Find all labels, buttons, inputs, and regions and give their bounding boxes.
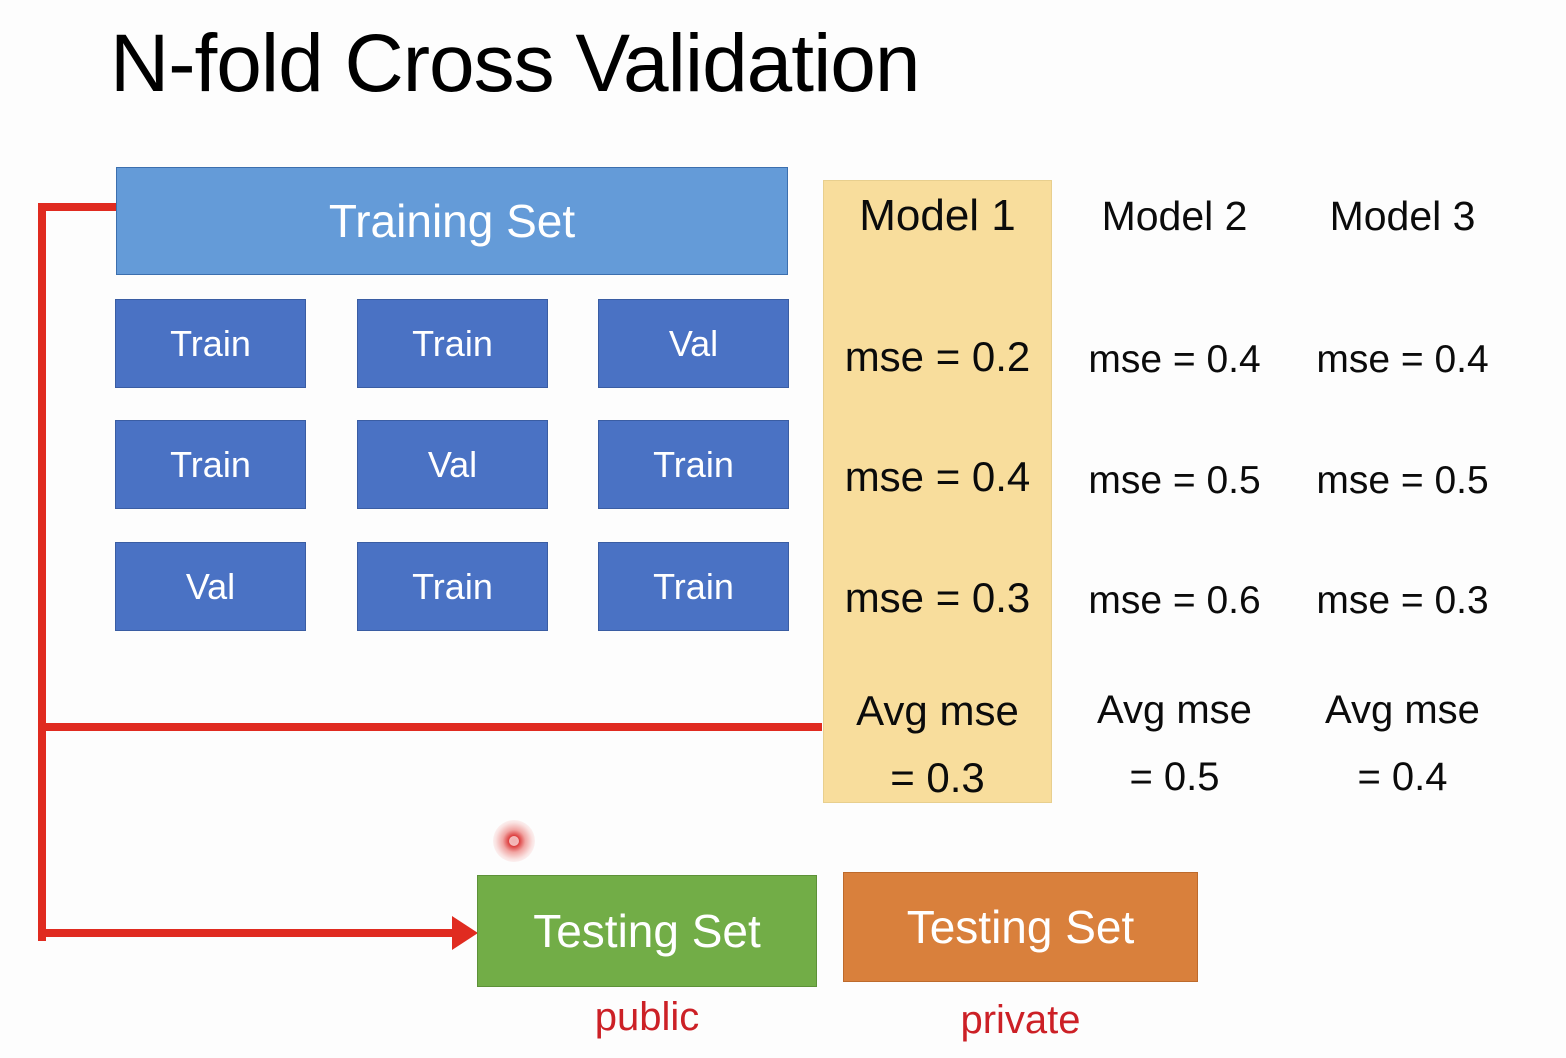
model-avg-mse: Avg mse = 0.3	[823, 677, 1052, 811]
model-header: Model 1	[859, 191, 1016, 240]
fold-cell-label: Train	[412, 322, 493, 364]
model-mse-value: mse = 0.6	[1088, 579, 1261, 622]
testing-set-public-box: Testing Set	[477, 875, 817, 987]
model-header: Model 2	[1101, 193, 1248, 239]
model-mse-value: mse = 0.4	[844, 453, 1031, 500]
fold-cell-label: Train	[170, 443, 251, 485]
fold-cell: Val	[598, 299, 789, 388]
testing-set-private-box: Testing Set	[843, 872, 1198, 982]
model-avg-mse-value: = 0.5	[1129, 755, 1220, 799]
model-mse-value: mse = 0.4	[1316, 338, 1489, 381]
model-avg-mse-label: Avg mse	[1325, 688, 1480, 732]
model-mse-value: mse = 0.3	[844, 574, 1031, 621]
fold-cell: Train	[357, 542, 548, 631]
model-avg-mse-value: = 0.3	[890, 754, 985, 801]
fold-cell-label: Train	[170, 322, 251, 364]
model-mse-value: mse = 0.2	[844, 333, 1031, 380]
testing-set-private-label: Testing Set	[906, 901, 1135, 953]
fold-cell: Val	[357, 420, 548, 509]
testing-set-private-caption: private	[960, 998, 1081, 1042]
testing-set-public-label: Testing Set	[533, 905, 761, 957]
fold-cell: Train	[357, 299, 548, 388]
fold-row: Val Train Train	[115, 542, 790, 631]
fold-cell-label: Train	[653, 443, 734, 485]
connector-segment-top	[38, 203, 118, 211]
model-mse-value: mse = 0.5	[1088, 459, 1261, 502]
model-avg-mse: Avg mse = 0.4	[1288, 677, 1517, 811]
connector-segment-bottom	[38, 929, 460, 937]
fold-cell: Train	[115, 420, 306, 509]
fold-cell-label: Val	[427, 443, 478, 485]
fold-cell-label: Val	[185, 565, 236, 607]
fold-row: Train Val Train	[115, 420, 790, 509]
model-header: Model 3	[1329, 193, 1476, 239]
page-title: N-fold Cross Validation	[110, 18, 920, 109]
training-set-label: Training Set	[328, 195, 576, 247]
model-1-highlight-panel	[823, 180, 1052, 803]
fold-cell: Train	[115, 299, 306, 388]
fold-cell-label: Train	[412, 565, 493, 607]
fold-cell: Val	[115, 542, 306, 631]
fold-grid: Train Train Val Train Val Train Val Trai…	[115, 299, 790, 641]
model-mse-value: mse = 0.3	[1316, 579, 1489, 622]
fold-cell: Train	[598, 542, 789, 631]
model-mse-value: mse = 0.5	[1316, 459, 1489, 502]
testing-set-public-caption: public	[594, 995, 700, 1039]
model-avg-mse-label: Avg mse	[856, 687, 1019, 734]
connector-segment-vertical	[38, 203, 46, 941]
training-set-box: Training Set	[116, 167, 788, 275]
model-mse-value: mse = 0.4	[1088, 338, 1261, 381]
model-avg-mse: Avg mse = 0.5	[1060, 677, 1289, 811]
model-avg-mse-value: = 0.4	[1357, 755, 1448, 799]
model-avg-mse-label: Avg mse	[1097, 688, 1252, 732]
fold-cell: Train	[598, 420, 789, 509]
arrow-head-icon	[452, 916, 478, 950]
connector-segment-middle	[38, 723, 822, 731]
laser-pointer-dot-icon	[493, 820, 535, 862]
fold-cell-label: Val	[668, 322, 719, 364]
fold-cell-label: Train	[653, 565, 734, 607]
fold-row: Train Train Val	[115, 299, 790, 388]
